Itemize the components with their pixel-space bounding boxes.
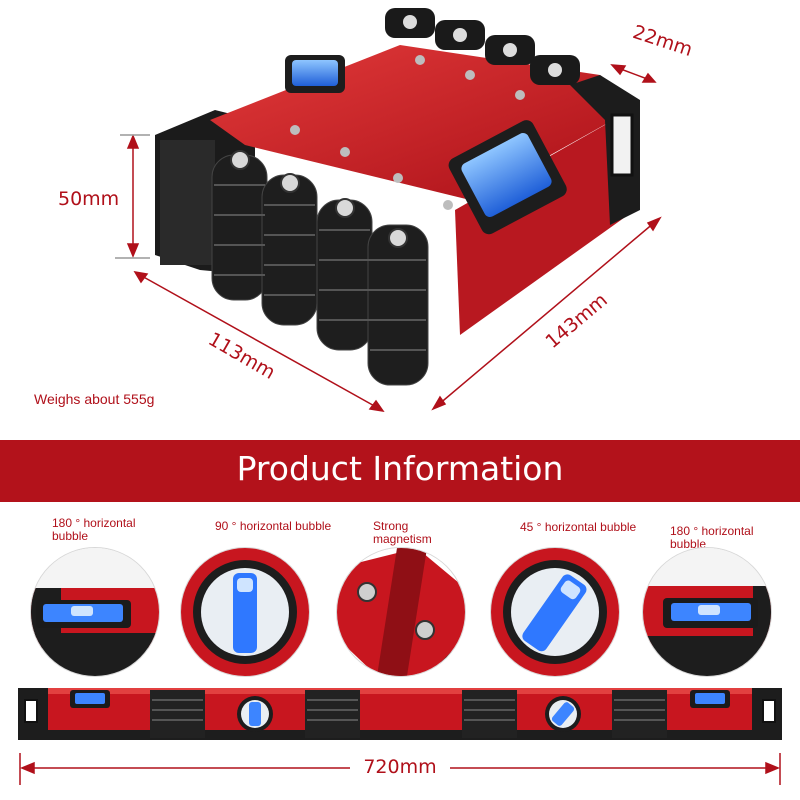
feature-image-45-bubble (490, 547, 620, 677)
section-banner (0, 440, 800, 502)
height-dimension-label: 50mm (58, 188, 120, 210)
feature-label-4: 45 ° horizontal bubble (520, 520, 637, 534)
total-length-label: 720mm (363, 756, 437, 778)
unfolded-level-illustration (18, 688, 782, 740)
feature-image-180-bubble-2 (642, 547, 772, 677)
feature-label-2: 90 ° horizontal bubble (215, 519, 332, 533)
feature-image-magnetism (336, 547, 466, 677)
weight-note: Weighs about 555g (34, 391, 155, 407)
banner-title: Product Information (236, 449, 564, 488)
feature-image-90-bubble (180, 547, 310, 677)
feature-label-1: 180 ° horizontal bubble (52, 516, 136, 543)
feature-image-180-bubble (30, 547, 160, 677)
feature-label-3: Strong magnetism (373, 519, 432, 546)
folded-level-illustration (115, 8, 662, 413)
total-length-dimension-line (19, 753, 781, 785)
